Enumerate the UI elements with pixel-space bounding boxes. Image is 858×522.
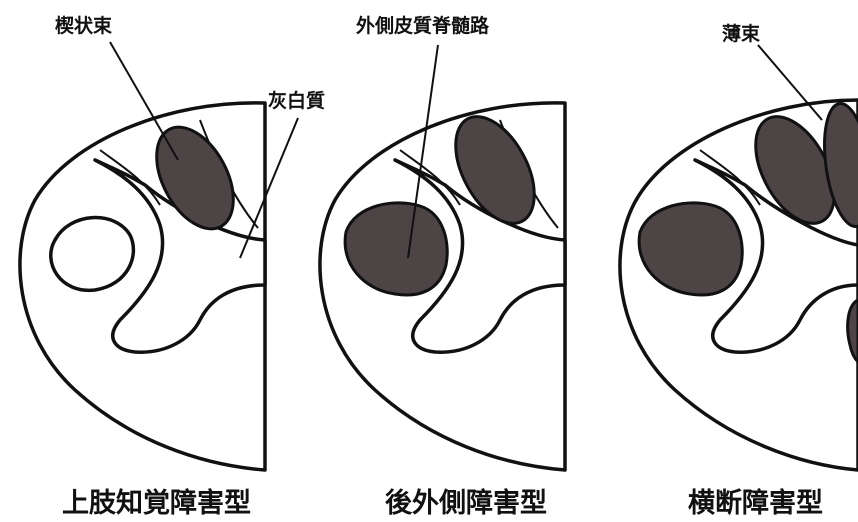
caption-1: 上肢知覚障害型	[62, 487, 251, 519]
panel-transverse: 薄束 横断障害型	[620, 23, 858, 519]
caption-3: 横断障害型	[688, 487, 823, 519]
ventral-horn-island-1	[51, 218, 134, 291]
panel-posterolateral: 外側皮質脊髄路 後外側障害型	[320, 14, 565, 519]
panel-upper-limb-sensory: 楔状束 灰白質 上肢知覚障害型	[20, 14, 325, 519]
label-lateral-tract: 外側皮質脊髄路	[356, 14, 490, 37]
label-gracile: 薄束	[722, 23, 761, 45]
label-gray-matter: 灰白質	[268, 89, 325, 112]
label-cuneate: 楔状束	[55, 14, 113, 37]
caption-2: 後外側障害型	[385, 487, 547, 519]
